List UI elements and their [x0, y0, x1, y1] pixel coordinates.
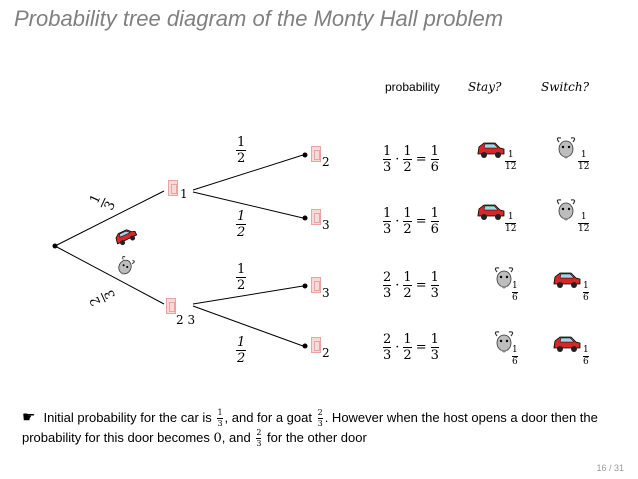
car-icon	[115, 229, 138, 246]
door-icon	[311, 146, 321, 162]
car-icon	[553, 272, 581, 288]
edge-1-3	[192, 191, 304, 219]
car-icon	[477, 204, 505, 220]
door-icon	[311, 337, 321, 353]
edge-23-3	[192, 285, 304, 305]
leaf-label: 2	[322, 346, 330, 360]
door-icon	[311, 209, 321, 225]
door-icon	[168, 180, 178, 196]
car-icon	[553, 336, 581, 352]
door-icon	[166, 298, 176, 314]
page-number: 16 / 31	[596, 463, 624, 473]
goat-icon	[118, 256, 135, 275]
header-stay: Stay?	[468, 80, 502, 94]
goat-icon	[494, 267, 514, 289]
level1-label-23: 2 3	[176, 313, 196, 327]
page-title: Probability tree diagram of the Monty Ha…	[14, 6, 504, 31]
leaf-label: 3	[322, 218, 330, 232]
header-probability: probability	[385, 80, 440, 94]
car-icon	[477, 142, 505, 158]
pointing-hand-icon: ☛	[22, 409, 36, 426]
root-node	[52, 243, 58, 249]
edge-root-23	[54, 245, 165, 305]
leaf-label: 3	[322, 286, 330, 300]
edge-1-2	[192, 154, 304, 191]
level1-label-1: 1	[180, 187, 188, 201]
leaf-node-2	[302, 215, 308, 221]
leaf-label: 2	[322, 155, 330, 169]
leaf-node-4	[302, 343, 308, 349]
edge-root-1	[54, 190, 165, 247]
leaf-node-1	[302, 152, 308, 158]
header-switch: Switch?	[541, 80, 590, 94]
edge-23-2	[192, 305, 304, 347]
goat-icon	[556, 199, 576, 221]
goat-icon	[494, 331, 514, 353]
door-icon	[311, 277, 321, 293]
goat-icon	[556, 137, 576, 159]
leaf-node-3	[302, 283, 308, 289]
